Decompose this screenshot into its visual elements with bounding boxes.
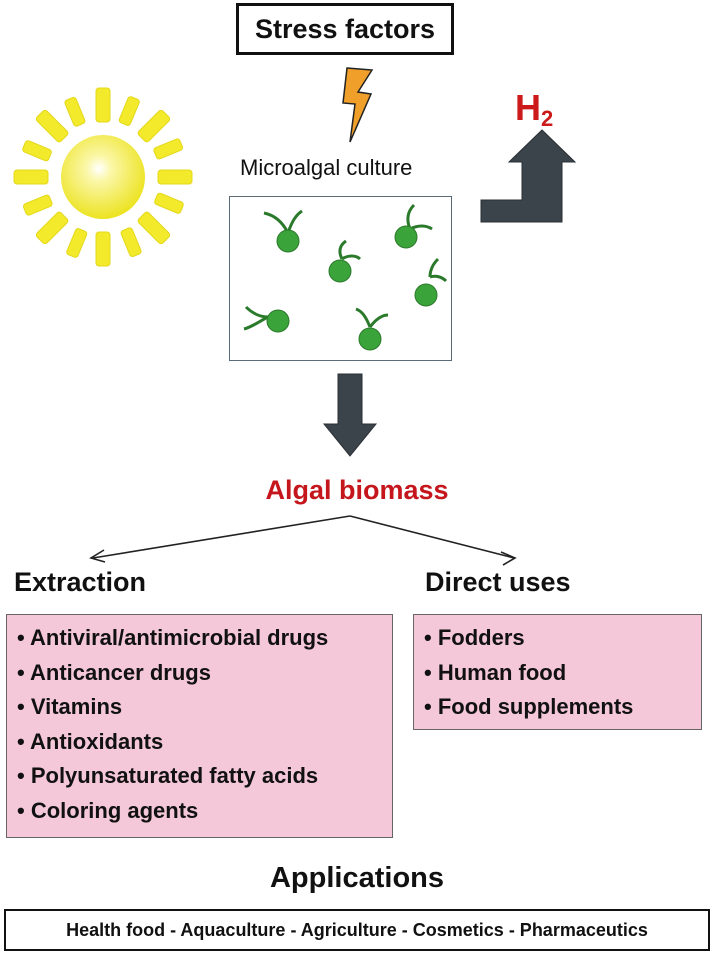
algae-cells — [243, 203, 448, 351]
list-item: Antiviral/antimicrobial drugs — [17, 621, 392, 656]
list-item: Food supplements — [424, 690, 701, 725]
branch-arrows — [89, 515, 517, 566]
hydrogen-label: H2 — [515, 87, 553, 132]
algal-biomass-label: Algal biomass — [265, 475, 449, 505]
h2-arrow-icon — [480, 129, 577, 223]
stress-factors-box: Stress factors — [236, 3, 454, 55]
direct-uses-title: Direct uses — [425, 567, 571, 597]
list-item: Polyunsaturated fatty acids — [17, 759, 392, 794]
microalgal-culture-box — [229, 196, 452, 361]
list-item: Antioxidants — [17, 725, 392, 760]
algae-cell-icon — [243, 305, 290, 333]
sun-icon — [13, 87, 193, 267]
hydrogen-symbol: H — [515, 87, 541, 128]
algae-cell-icon — [328, 239, 362, 283]
direct-uses-box: Fodders Human food Food supplements — [413, 614, 702, 730]
list-item: Fodders — [424, 621, 701, 656]
direct-uses-list: Fodders Human food Food supplements — [424, 621, 701, 725]
list-item: Coloring agents — [17, 794, 392, 829]
applications-box: Health food - Aquaculture - Agriculture … — [4, 909, 710, 951]
algae-cell-icon — [355, 307, 389, 351]
applications-list: Health food - Aquaculture - Agriculture … — [66, 919, 648, 940]
applications-title: Applications — [269, 862, 444, 894]
list-item: Anticancer drugs — [17, 656, 392, 691]
list-item: Human food — [424, 656, 701, 691]
algae-cell-icon — [414, 257, 448, 307]
algae-cell-icon — [394, 203, 433, 249]
list-item: Vitamins — [17, 690, 392, 725]
microalgal-culture-label: Microalgal culture — [240, 155, 413, 180]
extraction-list: Antiviral/antimicrobial drugs Anticancer… — [17, 621, 392, 828]
stress-factors-label: Stress factors — [254, 13, 436, 44]
algae-cell-icon — [263, 209, 303, 253]
down-arrow-icon — [322, 373, 378, 457]
lightning-icon — [342, 67, 374, 143]
extraction-title: Extraction — [14, 567, 147, 597]
hydrogen-subscript: 2 — [541, 106, 554, 131]
extraction-box: Antiviral/antimicrobial drugs Anticancer… — [6, 614, 393, 838]
